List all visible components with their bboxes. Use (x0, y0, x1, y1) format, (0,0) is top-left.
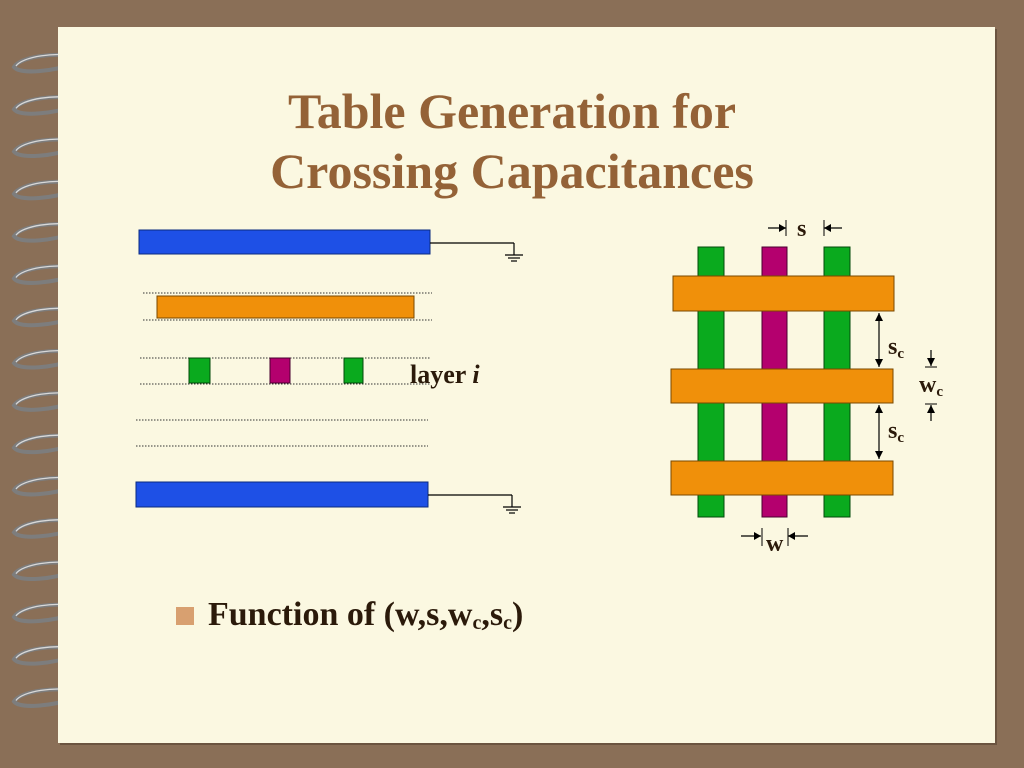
width-wc-dimension: wc (919, 350, 943, 421)
slide-title-line-1: Table Generation for (287, 83, 737, 139)
orange-horizontal-wire (670, 368, 894, 404)
bullet-square-icon (176, 606, 194, 625)
cross-section-view: layer i (135, 229, 523, 514)
green-wire-section (343, 357, 364, 384)
orange-crossing-wire-section (156, 295, 415, 319)
spacing-s-dimension: s (768, 216, 842, 242)
spacing-sc-dimension-upper: sc (875, 313, 904, 367)
width-w-dimension: w (741, 528, 808, 557)
layer-label: layer i (410, 360, 480, 389)
magenta-wire-section (269, 357, 291, 384)
bullet-text: Function of (w,s,wc,sc) (208, 596, 524, 634)
label-s: s (797, 216, 806, 242)
spacing-sc-dimension-lower: sc (875, 405, 904, 459)
top-view-grid: s sc sc wc (670, 216, 943, 557)
label-wc: wc (919, 372, 943, 400)
orange-horizontal-wire (670, 460, 894, 496)
orange-horizontal-wire (672, 275, 895, 312)
label-sc-upper: sc (888, 334, 904, 362)
bottom-ground-plane (135, 481, 429, 508)
top-ground-plane (138, 229, 431, 255)
label-sc-lower: sc (888, 418, 904, 446)
bullet-function-of: Function of (w,s,wc,sc) (176, 596, 523, 635)
green-wire-section (188, 357, 211, 384)
label-w: w (766, 531, 784, 557)
slide-title-line-2: Crossing Capacitances (270, 143, 754, 199)
